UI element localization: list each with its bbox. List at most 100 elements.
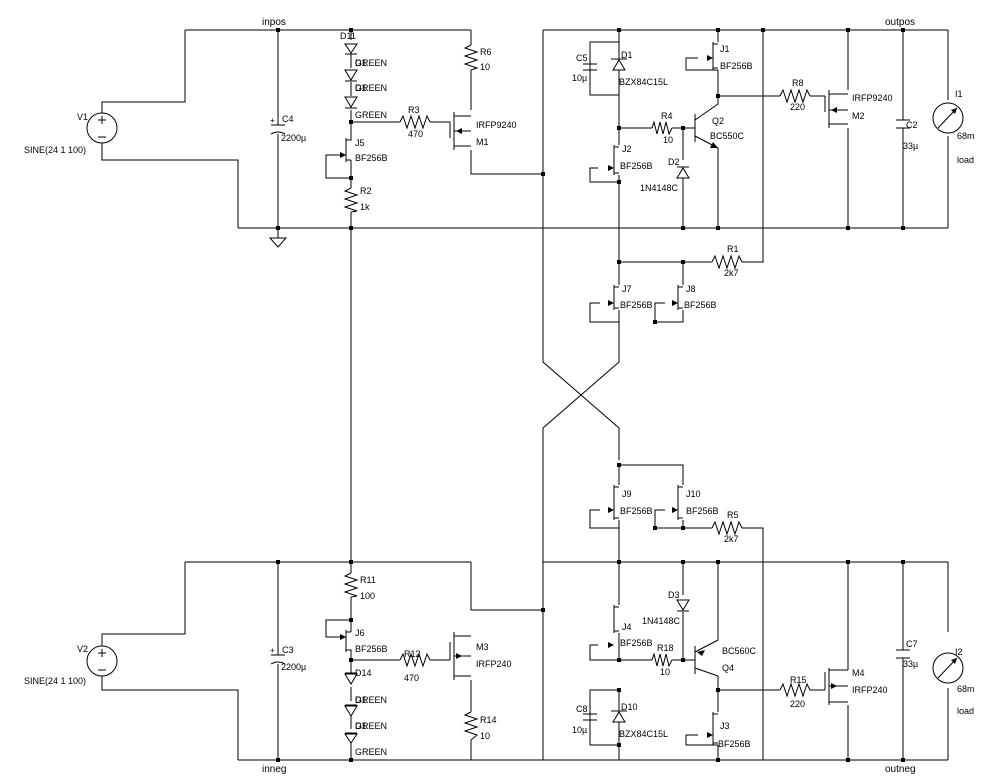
voltage-source-v1[interactable]: V1 SINE(24 1 100): [24, 112, 118, 155]
m3-value: IRFP240: [476, 659, 512, 669]
voltage-source-v2[interactable]: V2 SINE(24 1 100): [24, 644, 118, 686]
zener-d10[interactable]: D10 BZX84C15L: [611, 702, 668, 739]
diode-d2[interactable]: D2 1N4148C: [640, 157, 690, 193]
j10-ref: J10: [686, 489, 701, 499]
j9-ref: J9: [622, 489, 632, 499]
led-d11[interactable]: D11 GREEN: [340, 31, 387, 68]
i1-value: 68m: [957, 131, 975, 141]
diode-d3[interactable]: D3 1N4148C: [642, 590, 690, 626]
jfet-j1[interactable]: J1 BF256B: [707, 42, 753, 71]
v1-ref: V1: [77, 112, 88, 122]
resistor-r11[interactable]: R11 100: [343, 572, 376, 601]
bjt-q2[interactable]: Q2 BC550C: [683, 92, 745, 149]
resistor-r15[interactable]: R15 220: [779, 675, 811, 709]
c2-ref: C2: [906, 120, 918, 130]
d3-ref: D3: [668, 590, 680, 600]
d1-ref: D1: [621, 50, 633, 60]
net-label-outpos: outpos: [885, 17, 915, 28]
d14-value: GREEN: [355, 695, 387, 705]
d16-ref: D1: [355, 721, 367, 731]
r12-ref: R12: [404, 649, 421, 659]
resistor-r12[interactable]: R12 470: [399, 649, 431, 683]
resistor-r4[interactable]: R4 10: [651, 111, 673, 145]
capacitor-c4[interactable]: + C4 2200µ: [270, 114, 306, 143]
d11-ref: D11: [340, 31, 356, 41]
i1-note: load: [957, 155, 974, 165]
mosfet-m2[interactable]: IRFP9240 M2: [824, 90, 893, 128]
c7-value: 33µ: [903, 659, 918, 669]
jfet-j9[interactable]: J9 BF256B: [608, 485, 653, 520]
net-label-inneg: inneg: [262, 764, 286, 775]
led-d15[interactable]: D1 GREEN: [344, 695, 387, 731]
j6-ref: J6: [355, 628, 365, 638]
d12-ref: D1: [355, 58, 367, 68]
resistor-r5[interactable]: R5 2k7: [711, 510, 743, 544]
resistor-r18[interactable]: R18 10: [651, 643, 674, 677]
d10-value: BZX84C15L: [619, 729, 668, 739]
q2-value: BC550C: [710, 131, 745, 141]
j7-value: BF256B: [620, 300, 653, 310]
r18-ref: R18: [657, 643, 674, 653]
led-d16[interactable]: D1 GREEN: [344, 721, 387, 757]
i2-value: 68m: [957, 684, 975, 694]
jfet-j8[interactable]: J8 BF256B: [672, 284, 717, 310]
net-label-outneg: outneg: [885, 764, 916, 775]
r3-ref: R3: [408, 105, 420, 115]
svg-text:+: +: [270, 646, 275, 655]
c7-ref: C7: [906, 639, 918, 649]
mosfet-m1[interactable]: IRFP9240 M1: [449, 112, 517, 150]
jfet-j4[interactable]: J4 BF256B: [608, 605, 653, 648]
c3-value: 2200µ: [281, 662, 306, 672]
jfet-j2[interactable]: J2 BF256B: [608, 144, 653, 175]
jfet-j5[interactable]: J5 BF256B: [340, 135, 388, 163]
r8-value: 220: [790, 102, 805, 112]
r15-ref: R15: [790, 675, 807, 685]
i2-ref: I2: [955, 647, 963, 657]
jfet-j7[interactable]: J7 BF256B: [608, 284, 653, 310]
bjt-q4[interactable]: BC560C Q4: [683, 639, 757, 677]
r18-value: 10: [660, 667, 670, 677]
r5-value: 2k7: [724, 534, 739, 544]
r2-value: 1k: [360, 202, 370, 212]
capacitor-c2[interactable]: C2 33µ: [896, 119, 918, 151]
d15-value: GREEN: [355, 721, 387, 731]
d13-value: GREEN: [355, 110, 387, 120]
mosfet-m4[interactable]: M4 IRFP240: [824, 668, 888, 705]
led-d12[interactable]: D1 GREEN: [344, 58, 387, 93]
jfet-j3[interactable]: J3 BF256B: [707, 712, 751, 749]
r2-ref: R2: [360, 186, 372, 196]
led-d14[interactable]: D14 GREEN: [344, 668, 387, 705]
mosfet-m3[interactable]: M3 IRFP240: [449, 632, 512, 680]
r15-value: 220: [790, 699, 805, 709]
net-label-inpos: inpos: [262, 17, 286, 28]
m2-ref: M2: [852, 111, 865, 121]
m1-ref: M1: [476, 137, 489, 147]
capacitor-c8[interactable]: C8 10µ: [572, 704, 597, 735]
d13-ref: D1: [355, 83, 367, 93]
d2-value: 1N4148C: [640, 183, 679, 193]
resistor-r3[interactable]: R3 470: [399, 105, 431, 139]
resistor-r1[interactable]: R1 2k7: [711, 244, 743, 278]
capacitor-c5[interactable]: C5 10µ: [572, 53, 597, 83]
led-d13[interactable]: D1 GREEN: [344, 83, 387, 120]
capacitor-c3[interactable]: + C3 2200µ: [270, 645, 306, 672]
resistor-r8[interactable]: R8 220: [779, 78, 811, 112]
q2-ref: Q2: [712, 116, 724, 126]
d14-ref: D14: [355, 668, 372, 678]
v2-value: SINE(24 1 100): [24, 676, 86, 686]
j6-value: BF256B: [355, 644, 388, 654]
r1-value: 2k7: [724, 268, 739, 278]
resistor-r2[interactable]: R2 1k: [343, 186, 372, 213]
current-source-i2[interactable]: I2 68m load: [932, 647, 975, 716]
zener-d1[interactable]: D1 BZX84C15L: [611, 50, 668, 87]
m2-value: IRFP9240: [852, 93, 893, 103]
jfet-j10[interactable]: J10 BF256B: [672, 485, 719, 520]
resistor-r14[interactable]: R14 10: [463, 711, 497, 741]
jfet-j6[interactable]: J6 BF256B: [340, 628, 388, 660]
q4-value: BC560C: [722, 646, 757, 656]
j4-ref: J4: [622, 622, 632, 632]
current-source-i1[interactable]: I1 68m load: [932, 89, 975, 165]
capacitor-c7[interactable]: C7 33µ: [896, 639, 918, 669]
resistor-r6[interactable]: R6 10: [463, 44, 492, 72]
